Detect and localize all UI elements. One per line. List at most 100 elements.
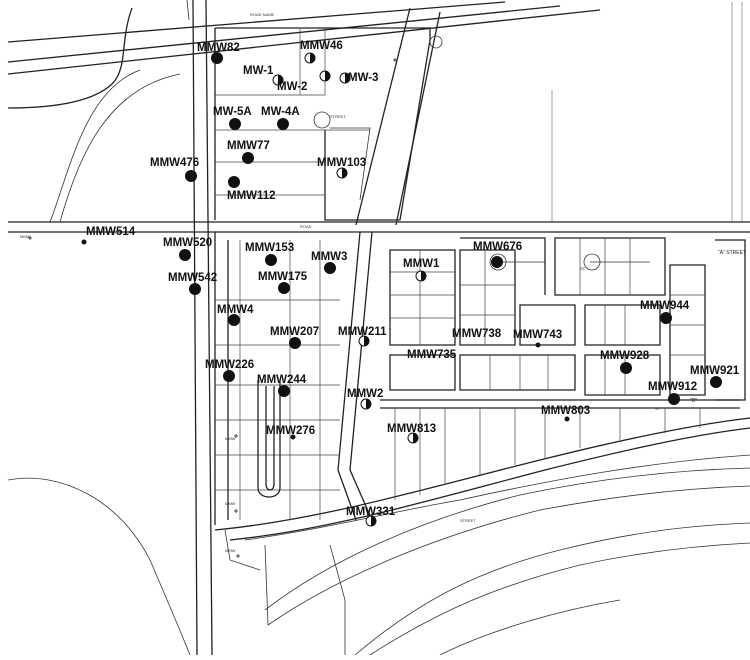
svg-text:MMW: MMW [225, 501, 236, 506]
well-label: MMW803 [541, 405, 590, 417]
well-marker: MMW3 [311, 251, 347, 274]
well-marker: MMW1 [403, 258, 440, 282]
upper-subdivision [214, 27, 443, 221]
well-label: MMW944 [640, 300, 690, 312]
well-label: MMW244 [257, 374, 307, 386]
well-label: MW-1 [243, 65, 274, 77]
well-symbol-half-fill [371, 516, 376, 526]
highways [7, 0, 750, 656]
well-label: MMW175 [258, 271, 308, 283]
well-symbol-full [228, 176, 240, 188]
well-marker: MMW276 [266, 425, 315, 440]
well-marker: MMW676 [473, 241, 522, 268]
well-symbol-small [290, 434, 296, 440]
svg-text:ROAD NAME: ROAD NAME [250, 12, 275, 17]
well-label: MMW82 [197, 42, 240, 54]
svg-text:MMW: MMW [225, 548, 236, 553]
well-symbol-full [710, 376, 722, 388]
well-symbol-full [289, 337, 301, 349]
well-marker: MMW735 [407, 349, 457, 361]
well-label: MMW743 [513, 329, 562, 341]
well-symbol-half-fill [345, 73, 350, 83]
svg-text:MMW: MMW [225, 436, 236, 441]
well-symbol-full [265, 254, 277, 266]
well-marker: MMW244 [257, 374, 307, 397]
well-label: MMW476 [150, 157, 199, 169]
well-marker: MMW514 [81, 226, 136, 245]
well-marker: MMW103 [317, 157, 366, 179]
well-label: MMW331 [346, 506, 396, 518]
well-symbol-half-fill [366, 399, 371, 409]
well-marker: MW-5A [213, 106, 252, 130]
well-marker: MMW912 [648, 381, 697, 405]
well-symbol-full [228, 314, 240, 326]
well-symbol-full [185, 170, 197, 182]
well-symbol-full [242, 152, 254, 164]
well-label: MMW103 [317, 157, 366, 169]
well-label: MMW211 [338, 326, 387, 338]
well-marker: MMW46 [300, 40, 343, 64]
well-label: MMW153 [245, 242, 294, 254]
well-marker: MMW803 [541, 405, 590, 422]
well-label: MMW676 [473, 241, 522, 253]
well-symbol-full [277, 118, 289, 130]
well-label: MMW207 [270, 326, 319, 338]
well-symbol-half-fill [364, 336, 369, 346]
well-symbol-half-fill [421, 271, 426, 281]
svg-text:STREET: STREET [460, 518, 476, 523]
well-symbol-full [229, 118, 241, 130]
well-symbol-small [81, 239, 87, 245]
well-marker: MMW813 [387, 423, 436, 444]
well-marker: MMW928 [600, 350, 650, 374]
svg-text:STREET: STREET [330, 114, 346, 119]
well-label: MMW813 [387, 423, 436, 435]
faint-labels: ROAD NAME STREET ROAD MMW ST MMW MMW MMW… [20, 12, 661, 553]
well-label: MMW276 [266, 425, 315, 437]
well-symbol-half-fill [342, 168, 347, 178]
well-symbol-half-fill [413, 433, 418, 443]
well-label: MMW3 [311, 251, 347, 263]
well-marker: MMW175 [258, 271, 308, 294]
well-marker: MMW2 [347, 388, 383, 410]
well-symbol-full [211, 52, 223, 64]
well-label: MMW112 [227, 190, 276, 202]
well-symbol-small [535, 342, 541, 348]
well-marker: MW-1 [243, 65, 284, 86]
well-symbol-full [491, 256, 503, 268]
well-marker: MMW4 [217, 304, 254, 326]
well-label: MMW4 [217, 304, 254, 316]
svg-text:ST: ST [655, 406, 661, 411]
well-label: MMW542 [168, 272, 217, 284]
well-label: MW-4A [261, 106, 300, 118]
street-label: "A" STREET [718, 250, 746, 256]
well-symbol-full [278, 385, 290, 397]
well-label: MMW77 [227, 140, 270, 152]
well-symbol-full [620, 362, 632, 374]
survey-marks [28, 58, 397, 558]
well-symbol-full [189, 283, 201, 295]
well-marker: MMW738 [452, 328, 502, 340]
lower-grid [7, 231, 750, 656]
well-marker: MMW77 [227, 140, 270, 164]
well-marker: MMW82 [197, 42, 240, 64]
well-symbol-full [179, 249, 191, 261]
well-symbol-full [324, 262, 336, 274]
well-label: MMW738 [452, 328, 502, 340]
well-label: MW-3 [348, 72, 378, 84]
well-symbol-full [668, 393, 680, 405]
well-label: MMW46 [300, 40, 343, 52]
street-label: "D" [690, 398, 697, 404]
well-symbol-full [660, 312, 672, 324]
well-marker: MMW542 [168, 272, 217, 295]
well-label: MMW226 [205, 359, 254, 371]
well-marker: MMW944 [640, 300, 690, 324]
well-symbol-half-fill [278, 75, 283, 85]
well-label: MMW912 [648, 381, 697, 393]
well-marker: MMW921 [690, 365, 740, 388]
well-marker: MMW476 [150, 157, 199, 182]
well-marker: MMW331 [346, 506, 396, 527]
svg-text:ROAD: ROAD [300, 224, 312, 229]
